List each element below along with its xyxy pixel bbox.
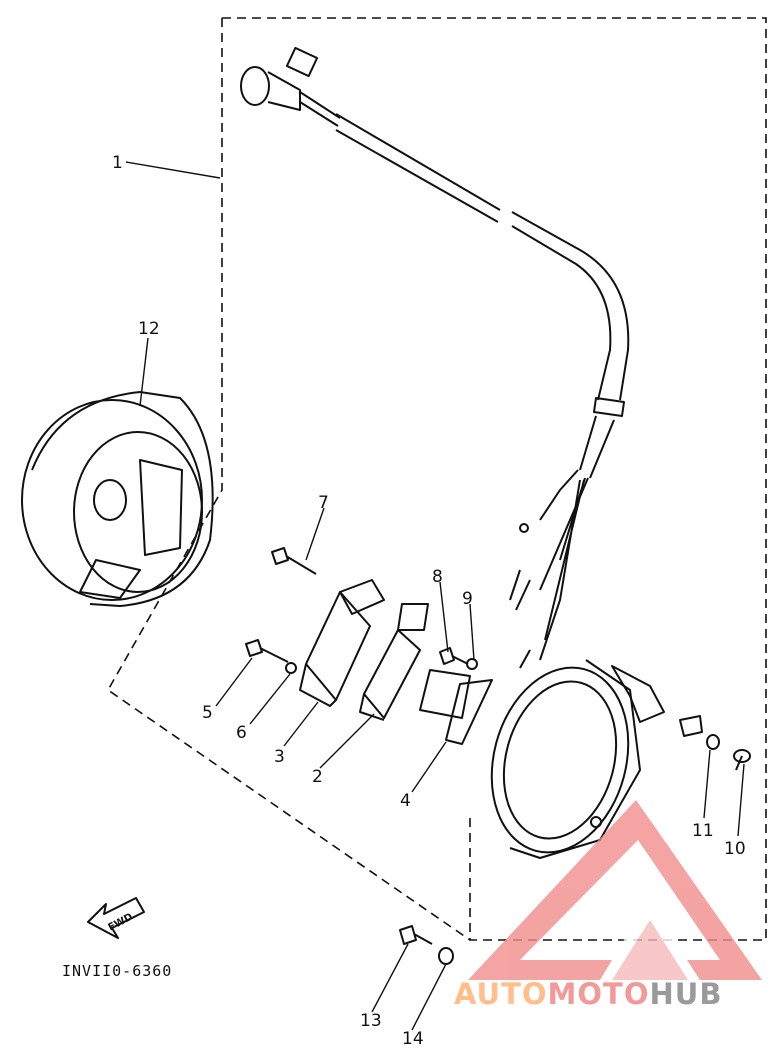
callout-7: 7 (318, 493, 329, 513)
callout-8: 8 (432, 567, 443, 587)
callout-11: 11 (692, 821, 714, 841)
part-1-wire-harness (240, 46, 630, 669)
callout-9: 9 (462, 589, 473, 609)
watermark-moto: MOTO (548, 977, 650, 1011)
watermark-text: AUTOMOTOHUB (454, 977, 722, 1011)
part-12-flywheel-rotor (21, 391, 214, 607)
part-3-source-coil (299, 579, 385, 707)
part-10-11-screw-washer (611, 665, 751, 771)
callout-leaders (125, 161, 745, 1031)
callout-2: 2 (312, 767, 323, 787)
callout-1: 1 (112, 153, 123, 173)
fwd-arrow-icon: FWD (87, 897, 145, 939)
part-2-charging-coil (359, 603, 429, 721)
watermark-logo (468, 800, 762, 980)
callout-4: 4 (400, 791, 411, 811)
figure-code: INVII0-6360 (62, 962, 172, 980)
callout-12: 12 (138, 319, 160, 339)
callout-10: 10 (724, 839, 746, 859)
fwd-label: FWD (106, 912, 134, 934)
callout-13: 13 (360, 1011, 382, 1031)
watermark-auto: AUTO (454, 977, 548, 1011)
callout-5: 5 (202, 703, 213, 723)
callout-3: 3 (274, 747, 285, 767)
callout-6: 6 (236, 723, 247, 743)
part-4-pickup-coil (419, 669, 493, 745)
assembly-boundary (106, 17, 767, 941)
callout-14: 14 (402, 1029, 424, 1049)
watermark-hub: HUB (650, 977, 723, 1011)
